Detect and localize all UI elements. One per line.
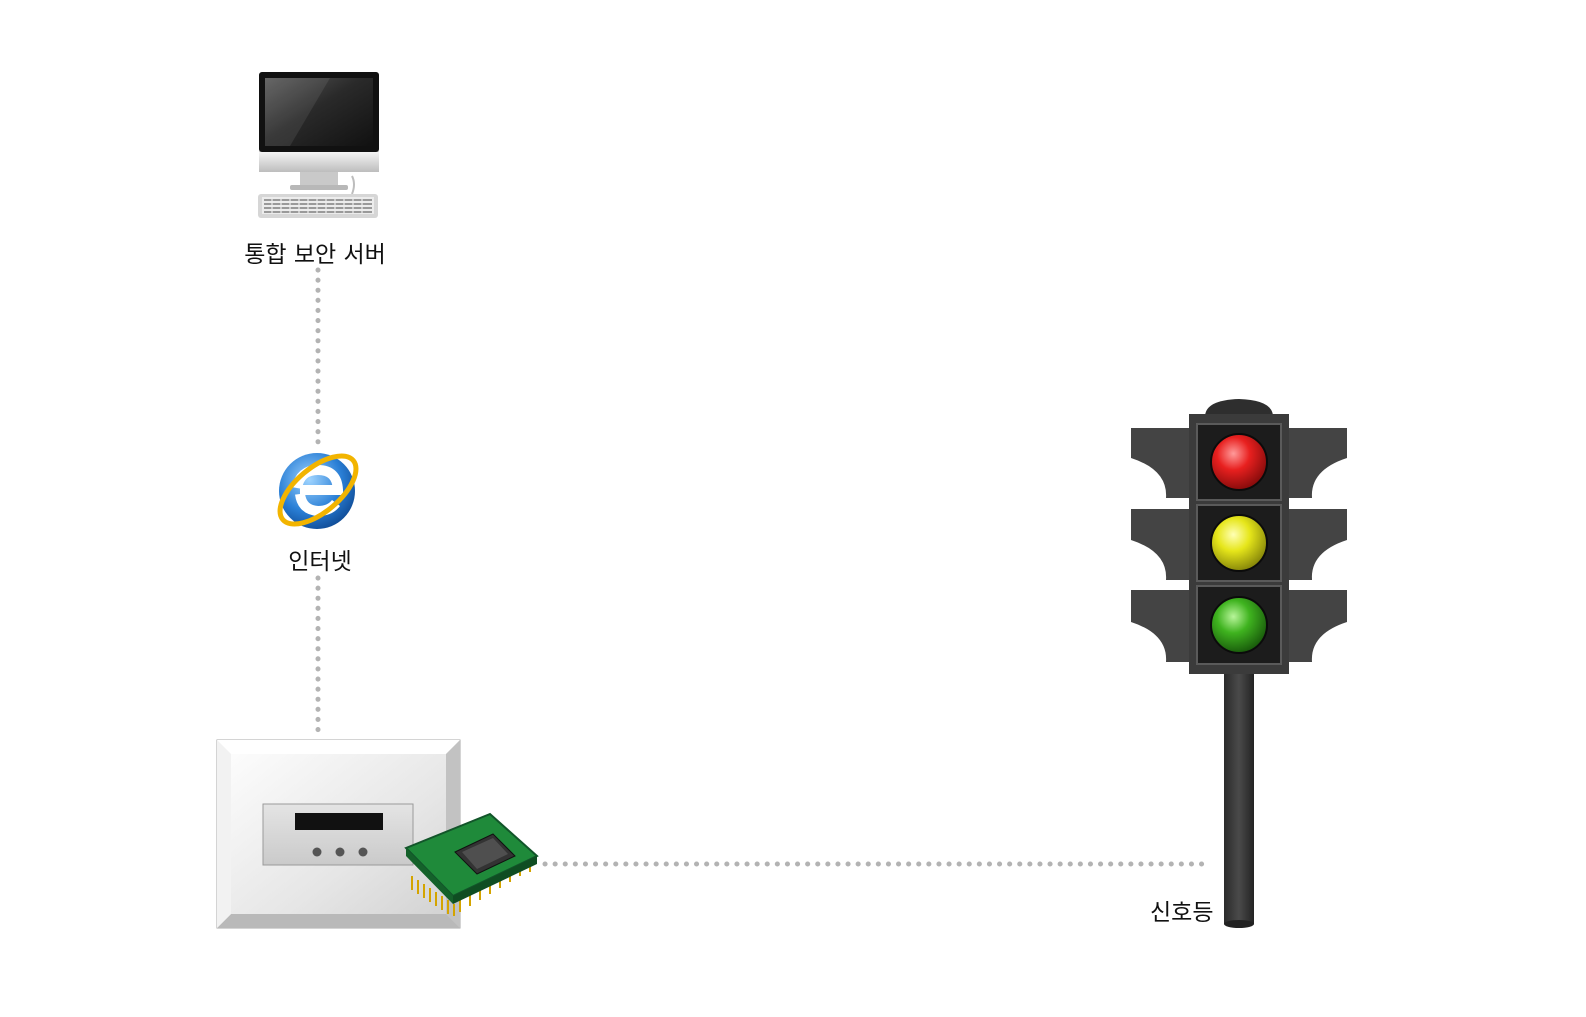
yellow-lamp-icon xyxy=(1210,514,1268,572)
internet-explorer-icon xyxy=(277,453,359,529)
red-lamp-icon xyxy=(1210,433,1268,491)
traffic-light-label: 신호등 xyxy=(1150,900,1214,926)
traffic-light-icon xyxy=(1131,399,1347,928)
desktop-computer-icon xyxy=(258,72,379,218)
chip-module-icon xyxy=(404,812,539,916)
green-lamp-icon xyxy=(1210,596,1268,654)
server-label: 통합 보안 서버 xyxy=(244,242,386,268)
control-box-icon xyxy=(216,739,461,929)
internet-label: 인터넷 xyxy=(288,549,352,575)
